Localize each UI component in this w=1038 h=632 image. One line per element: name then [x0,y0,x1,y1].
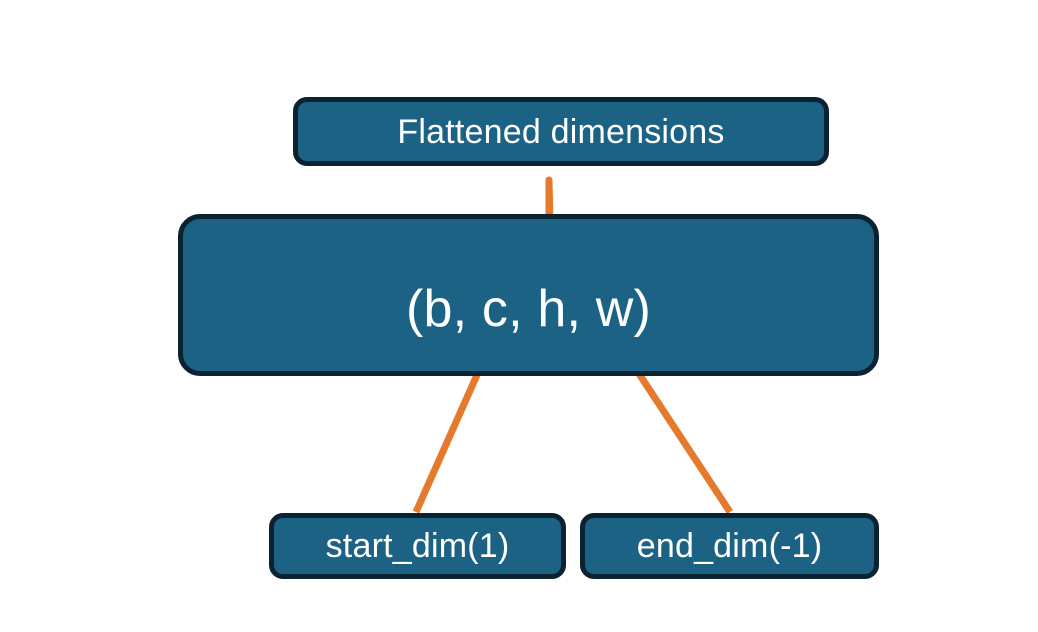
flattened-dimensions-label: Flattened dimensions [397,112,725,151]
end-dim-node[interactable]: end_dim(-1) [580,513,879,579]
end-dim-label: end_dim(-1) [636,527,823,565]
flattened-dimensions-node[interactable]: Flattened dimensions [293,97,829,166]
tensor-shape-node[interactable]: (b, c, h, w) [178,214,879,376]
start-dim-node[interactable]: start_dim(1) [269,513,566,579]
tensor-shape-label: (b, c, h, w) [405,280,652,338]
start-dim-label: start_dim(1) [325,527,510,565]
